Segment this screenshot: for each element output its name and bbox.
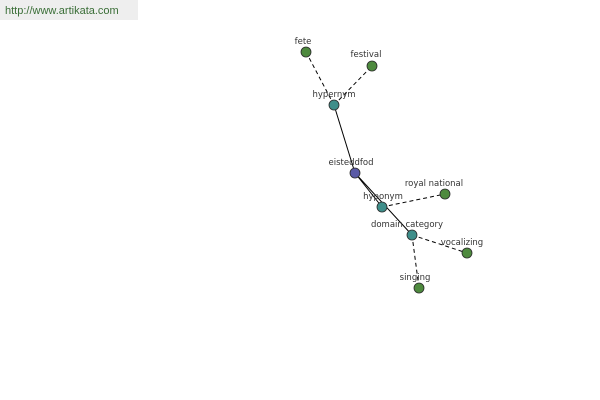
edge-domain_category-singing bbox=[411, 234, 420, 289]
node-label-royal-national[interactable]: royal national bbox=[405, 179, 463, 189]
node-hyponym[interactable] bbox=[376, 201, 388, 213]
node-royal-national[interactable] bbox=[439, 188, 451, 200]
edge-layer bbox=[305, 51, 468, 289]
node-label-domain-category[interactable]: domain category bbox=[371, 220, 443, 230]
node-hypernym[interactable] bbox=[328, 99, 340, 111]
node-label-vocalizing[interactable]: vocalizing bbox=[441, 238, 483, 248]
node-vocalizing[interactable] bbox=[461, 247, 473, 259]
node-festival[interactable] bbox=[366, 60, 378, 72]
node-layer: eisteddfod hypernym hyponym domain category… bbox=[295, 37, 483, 294]
node-eisteddfod[interactable] bbox=[349, 167, 361, 179]
edge-eisteddfod-hypernym bbox=[333, 104, 356, 174]
edge-eisteddfod-hyponym bbox=[354, 172, 383, 208]
node-label-festival[interactable]: festival bbox=[351, 50, 382, 60]
node-label-eisteddfod[interactable]: eisteddfod bbox=[329, 158, 374, 168]
node-label-singing[interactable]: singing bbox=[400, 273, 431, 283]
node-label-fete[interactable]: fete bbox=[295, 37, 312, 47]
node-domain-category[interactable] bbox=[406, 229, 418, 241]
edge-hypernym-festival bbox=[333, 65, 373, 106]
node-singing[interactable] bbox=[413, 282, 425, 294]
source-url-banner[interactable]: http://www.artikata.com bbox=[0, 0, 138, 20]
node-label-hyponym[interactable]: hyponym bbox=[363, 192, 403, 202]
node-label-hypernym[interactable]: hypernym bbox=[312, 90, 355, 100]
edge-domain_category-vocalizing bbox=[411, 234, 468, 254]
edge-hypernym-fete bbox=[305, 51, 335, 106]
edge-hyponym-royal_national bbox=[381, 193, 446, 208]
node-fete[interactable] bbox=[300, 46, 312, 58]
